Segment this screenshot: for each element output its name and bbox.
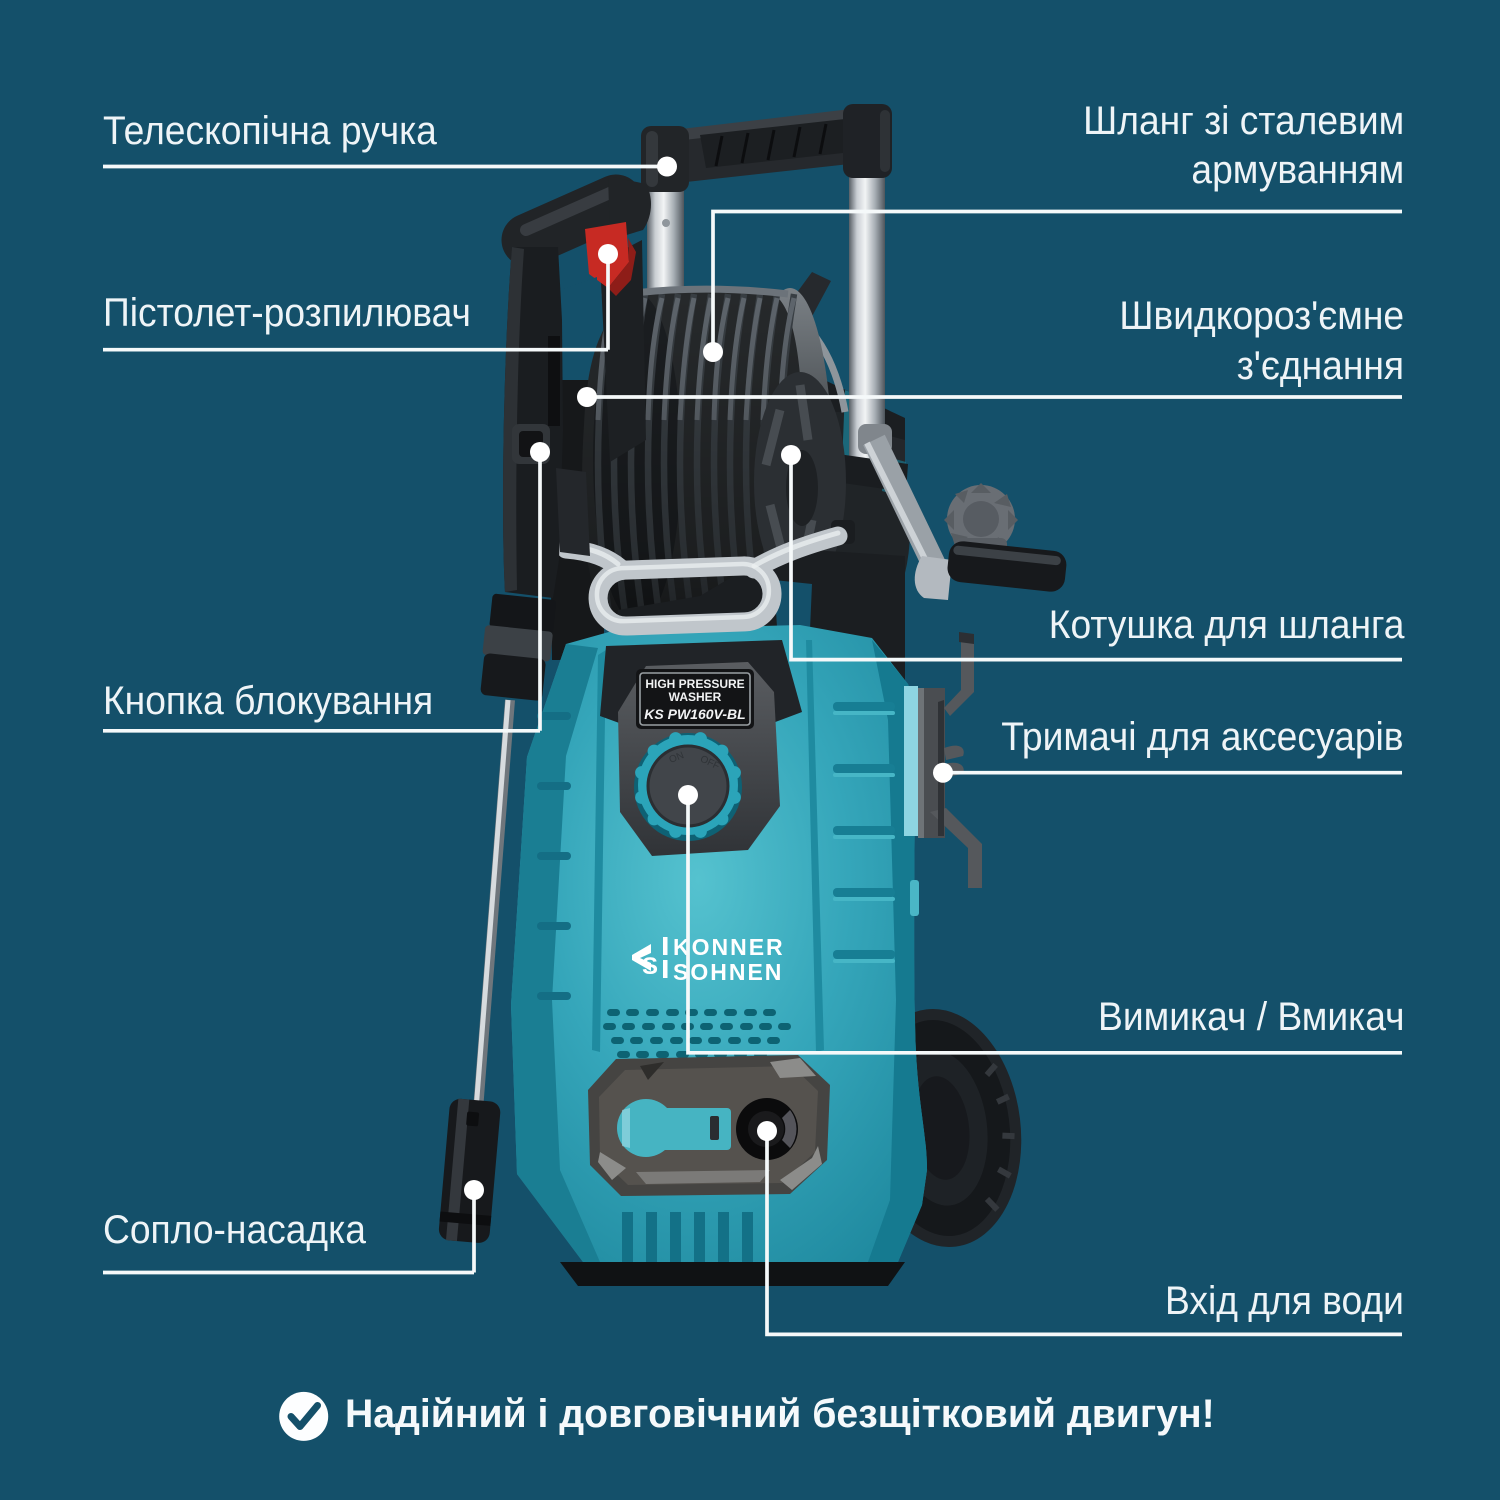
svg-text:HIGH PRESSURE: HIGH PRESSURE <box>645 677 744 691</box>
svg-text:S: S <box>642 953 658 980</box>
svg-text:KS PW160V-BL: KS PW160V-BL <box>644 706 745 722</box>
svg-text:SOHNEN: SOHNEN <box>673 959 783 985</box>
svg-text:ON: ON <box>668 750 686 766</box>
svg-text:WASHER: WASHER <box>669 690 722 704</box>
svg-text:KONNER: KONNER <box>673 934 785 960</box>
